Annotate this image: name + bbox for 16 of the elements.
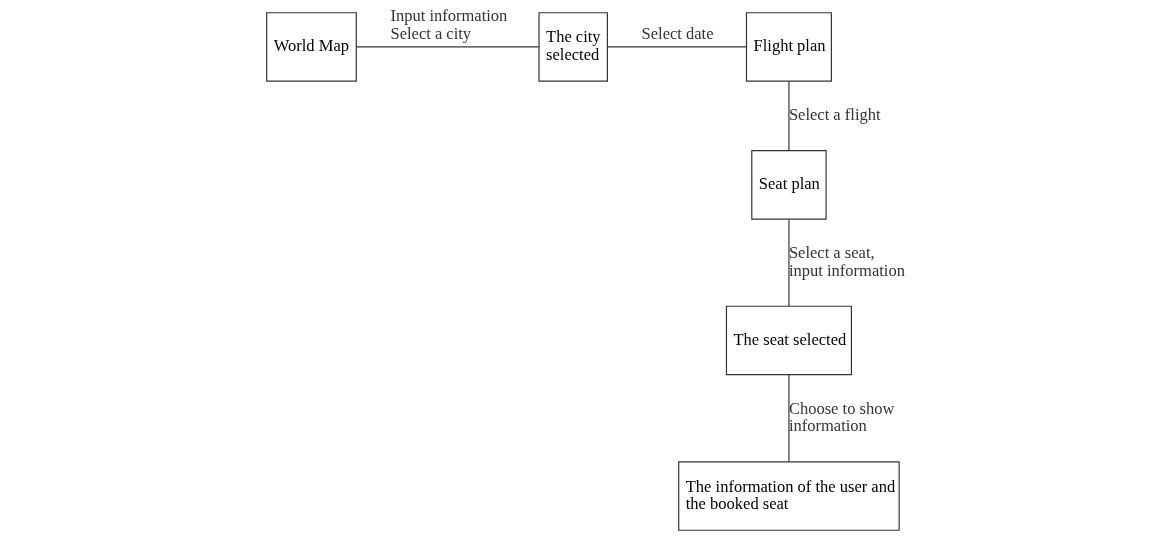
- connector: [787, 374, 790, 463]
- node-box: World Map: [265, 12, 357, 82]
- connector: [355, 46, 539, 48]
- node-box: The seat selected: [725, 305, 852, 376]
- connector: [787, 218, 790, 307]
- edge-label: Choose to show information: [788, 398, 894, 436]
- connector: [787, 80, 790, 151]
- node-box: The city selected: [537, 12, 608, 82]
- connector: [606, 46, 747, 48]
- node-box: The information of the user and the booked seat: [677, 461, 900, 531]
- edge-label: Select a seat, input information: [788, 243, 905, 280]
- edge-label: Select a flight: [788, 105, 881, 125]
- node-box: Flight plan: [745, 12, 832, 82]
- node-box: Seat plan: [750, 150, 827, 220]
- edge-label: Input information Select a city: [389, 6, 507, 43]
- edge-label: Select date: [641, 23, 714, 43]
